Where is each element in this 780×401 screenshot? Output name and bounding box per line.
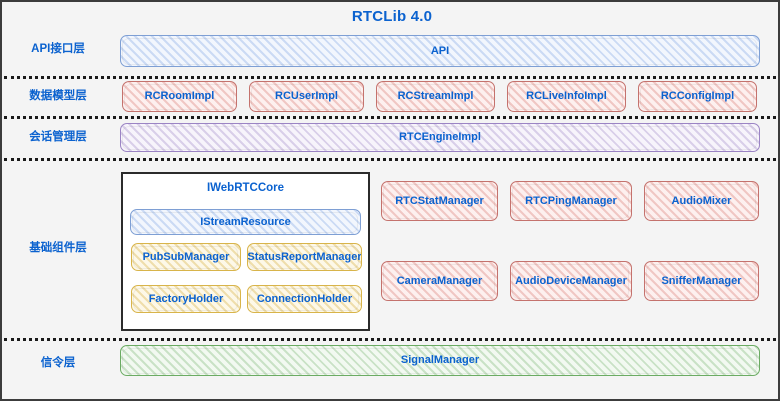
node-rtcengineimpl[interactable]: RTCEngineImpl: [120, 123, 760, 152]
node-rcliveinfoimpl[interactable]: RCLiveInfoImpl: [507, 81, 626, 112]
node-rtcstatmanager[interactable]: RTCStatManager: [381, 181, 498, 221]
node-audiomixer[interactable]: AudioMixer: [644, 181, 759, 221]
node-rcroomimpl[interactable]: RCRoomImpl: [122, 81, 237, 112]
node-audiodevicemanager-label: AudioDeviceManager: [515, 274, 627, 287]
node-signalmanager-label: SignalManager: [400, 354, 480, 367]
node-pubsubmanager-label: PubSubManager: [142, 250, 230, 263]
node-connectionholder-label: ConnectionHolder: [256, 292, 353, 305]
node-rcstreamimpl-label: RCStreamImpl: [397, 90, 474, 103]
node-pubsubmanager[interactable]: PubSubManager: [131, 243, 241, 271]
node-sniffermanager-label: SnifferManager: [661, 274, 742, 287]
node-rtcengineimpl-label: RTCEngineImpl: [399, 131, 481, 144]
node-rcconfigimpl[interactable]: RCConfigImpl: [638, 81, 757, 112]
node-connectionholder[interactable]: ConnectionHolder: [247, 285, 362, 313]
layer-label-data-model: 数据模型层: [29, 90, 87, 102]
node-cameramanager-label: CameraManager: [396, 274, 483, 287]
layer-label-api: API接口层: [31, 43, 85, 55]
node-api[interactable]: API: [120, 35, 760, 67]
layer-separator-2: [4, 116, 776, 119]
node-istreamresource-label: IStreamResource: [200, 215, 291, 228]
node-audiomixer-label: AudioMixer: [671, 194, 732, 207]
node-api-label: API: [430, 44, 450, 57]
node-sniffermanager[interactable]: SnifferManager: [644, 261, 759, 301]
node-rcconfigimpl-label: RCConfigImpl: [660, 90, 735, 103]
node-rtcstatmanager-label: RTCStatManager: [395, 194, 484, 207]
node-rcroomimpl-label: RCRoomImpl: [144, 90, 215, 103]
layer-separator-4: [4, 338, 776, 341]
node-cameramanager[interactable]: CameraManager: [381, 261, 498, 301]
node-statusreportmanager-label: StatusReportManager: [247, 250, 362, 263]
node-rcuserimpl[interactable]: RCUserImpl: [249, 81, 364, 112]
node-rcuserimpl-label: RCUserImpl: [275, 90, 338, 103]
node-statusreportmanager[interactable]: StatusReportManager: [247, 243, 362, 271]
node-signalmanager[interactable]: SignalManager: [120, 345, 760, 376]
layer-label-session: 会话管理层: [29, 131, 87, 143]
layer-label-signal: 信令层: [40, 357, 76, 369]
node-factoryholder-label: FactoryHolder: [148, 292, 224, 305]
node-rtcpingmanager-label: RTCPingManager: [525, 194, 617, 207]
node-rtcpingmanager[interactable]: RTCPingManager: [510, 181, 632, 221]
layer-separator-3: [4, 158, 776, 161]
diagram-title: RTCLib 4.0: [351, 8, 433, 25]
node-rcliveinfoimpl-label: RCLiveInfoImpl: [526, 90, 607, 103]
core-container-title: IWebRTCCore: [206, 182, 285, 194]
node-factoryholder[interactable]: FactoryHolder: [131, 285, 241, 313]
node-audiodevicemanager[interactable]: AudioDeviceManager: [510, 261, 632, 301]
node-istreamresource[interactable]: IStreamResource: [130, 209, 361, 235]
node-rcstreamimpl[interactable]: RCStreamImpl: [376, 81, 495, 112]
layer-separator-1: [4, 76, 776, 79]
layer-label-components: 基础组件层: [29, 242, 87, 254]
